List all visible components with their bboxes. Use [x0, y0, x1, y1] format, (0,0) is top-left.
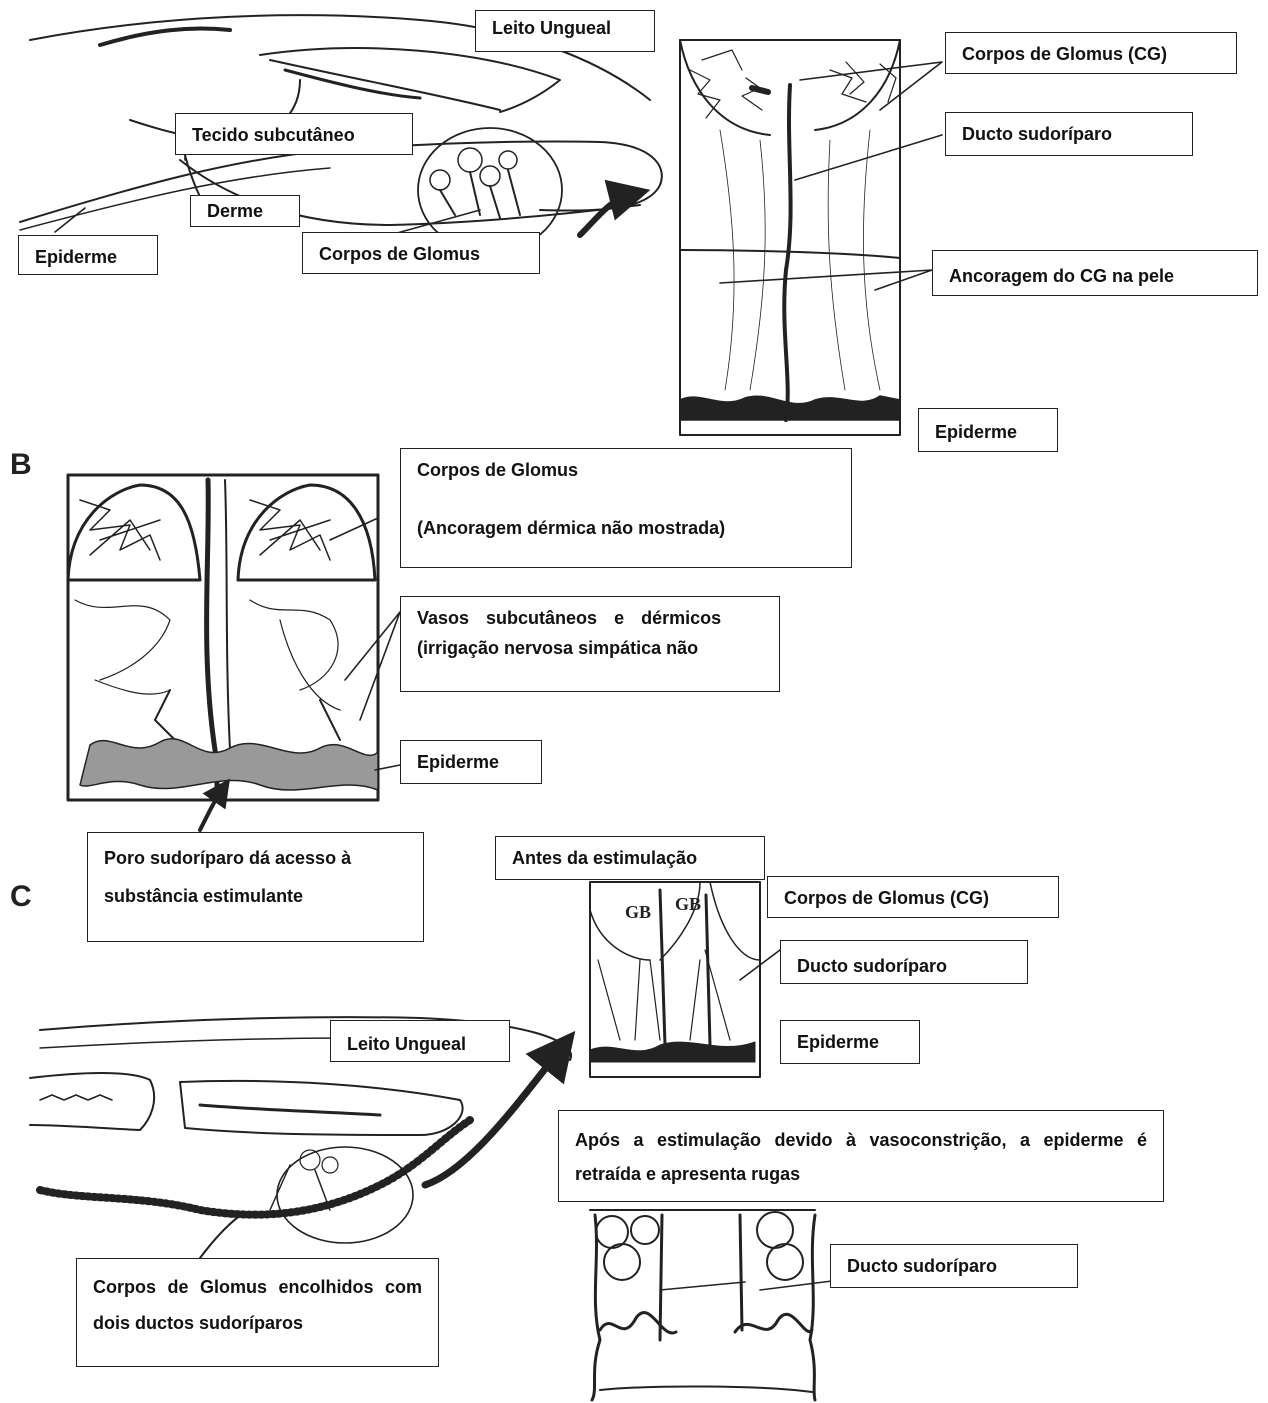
- panel-b-sketch: [68, 475, 378, 830]
- label-corpos-de-glomus-a: Corpos de Glomus: [302, 232, 540, 274]
- label-epiderme-b: Epiderme: [400, 740, 542, 784]
- label-corpos-de-glomus-b-line1: Corpos de Glomus: [417, 459, 835, 481]
- gb-mark-2: GB: [675, 894, 701, 914]
- label-ducto-sudoriparo-after: Ducto sudoríparo: [830, 1244, 1078, 1288]
- label-epiderme-a: Epiderme: [18, 235, 158, 275]
- label-corpos-de-glomus-b-line2: (Ancoragem dérmica não mostrada): [417, 517, 835, 539]
- panel-letter-b: B: [10, 448, 32, 482]
- gb-mark-1: GB: [625, 902, 651, 922]
- label-ducto-sudoriparo-a: Ducto sudoríparo: [945, 112, 1193, 156]
- label-ancoragem-cg: Ancoragem do CG na pele: [932, 250, 1258, 296]
- label-corpos-de-glomus-cg-a: Corpos de Glomus (CG): [945, 32, 1237, 74]
- label-tecido-subcutaneo: Tecido subcutâneo: [175, 113, 413, 155]
- panel-c-before-sketch: GB GB: [590, 882, 760, 1077]
- label-epiderme-box-a: Epiderme: [918, 408, 1058, 452]
- label-corpos-de-glomus-cg-c: Corpos de Glomus (CG): [767, 876, 1059, 918]
- panel-letter-c: C: [10, 880, 32, 914]
- label-encolhidos: Corpos de Glomus encolhidos com dois duc…: [76, 1258, 439, 1367]
- label-epiderme-c: Epiderme: [780, 1020, 920, 1064]
- label-antes: Antes da estimulação: [495, 836, 765, 880]
- label-vasos-line2: (irrigação nervosa simpática não: [417, 637, 763, 659]
- label-derme: Derme: [190, 195, 300, 227]
- label-vasos: Vasos subcutâneos e dérmicos (irrigação …: [400, 596, 780, 692]
- label-leito-ungueal-c: Leito Ungueal: [330, 1020, 510, 1062]
- label-leito-ungueal-a: Leito Ungueal: [475, 10, 655, 52]
- label-corpos-de-glomus-b: Corpos de Glomus (Ancoragem dérmica não …: [400, 448, 852, 568]
- label-poro-line2: substância estimulante: [104, 885, 407, 907]
- panel-a-detail-sketch: [680, 40, 900, 435]
- panel-c-after-sketch: [590, 1210, 815, 1400]
- label-apos: Após a estimulação devido à vasoconstriç…: [558, 1110, 1164, 1202]
- label-poro-line1: Poro sudoríparo dá acesso à: [104, 847, 407, 869]
- label-ducto-sudoriparo-c: Ducto sudoríparo: [780, 940, 1028, 984]
- label-vasos-line1: Vasos subcutâneos e dérmicos: [417, 607, 763, 629]
- label-poro: Poro sudoríparo dá acesso à substância e…: [87, 832, 424, 942]
